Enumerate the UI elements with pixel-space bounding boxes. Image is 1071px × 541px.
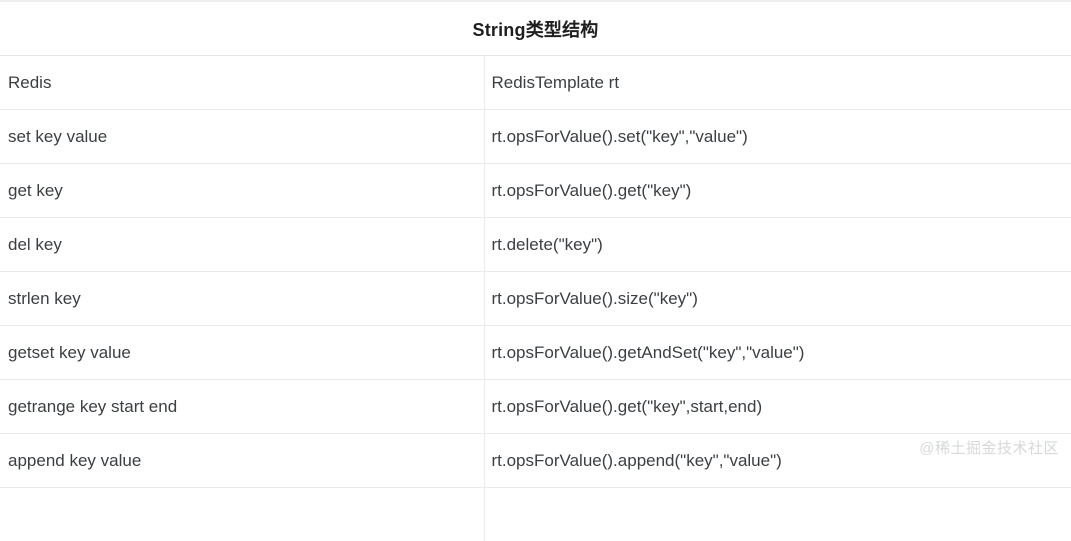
- cell-redis-command: strlen key: [0, 271, 485, 326]
- column-header-template: RedisTemplate rt: [484, 55, 1071, 110]
- cell-template-call: rt.opsForValue().getAndSet("key","value"…: [484, 325, 1071, 380]
- cell-template-call: rt.opsForValue().append("key","value"): [484, 433, 1071, 488]
- cell-template-call-partial: [484, 488, 1071, 541]
- cell-redis-command: getrange key start end: [0, 379, 485, 434]
- cell-template-call: rt.opsForValue().size("key"): [484, 271, 1071, 326]
- cell-template-call: rt.opsForValue().get("key",start,end): [484, 379, 1071, 434]
- cell-template-call: rt.opsForValue().set("key","value"): [484, 109, 1071, 164]
- table-title-row: String类型结构: [0, 0, 1071, 56]
- cell-template-call: rt.delete("key"): [484, 217, 1071, 272]
- table-row: get key rt.opsForValue().get("key"): [0, 163, 1071, 218]
- cell-template-call: rt.opsForValue().get("key"): [484, 163, 1071, 218]
- table-row: strlen key rt.opsForValue().size("key"): [0, 271, 1071, 326]
- cell-redis-command: del key: [0, 217, 485, 272]
- cell-redis-command-partial: [0, 487, 485, 541]
- cell-redis-command: get key: [0, 163, 485, 218]
- table-row-partial: [0, 487, 1071, 541]
- cell-redis-command: set key value: [0, 109, 485, 164]
- page-title: String类型结构: [0, 0, 1071, 56]
- table-row: getset key value rt.opsForValue().getAnd…: [0, 325, 1071, 380]
- table-row: getrange key start end rt.opsForValue().…: [0, 379, 1071, 434]
- table-header-row: Redis RedisTemplate rt: [0, 55, 1071, 110]
- table-row: append key value rt.opsForValue().append…: [0, 433, 1071, 488]
- cell-redis-command: getset key value: [0, 325, 485, 380]
- table-row: del key rt.delete("key"): [0, 217, 1071, 272]
- column-header-redis: Redis: [0, 55, 485, 110]
- table-row: set key value rt.opsForValue().set("key"…: [0, 109, 1071, 164]
- cell-redis-command: append key value: [0, 433, 485, 488]
